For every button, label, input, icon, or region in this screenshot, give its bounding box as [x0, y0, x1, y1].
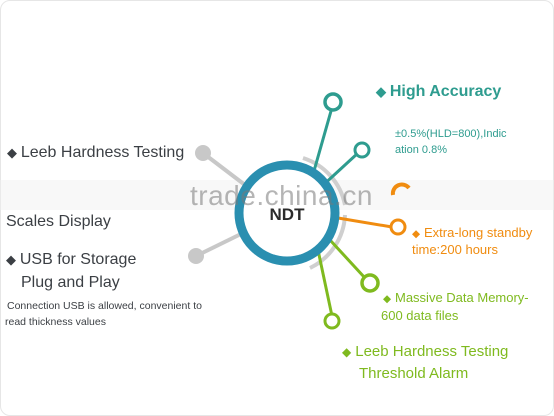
usb-desc-line1: Connection USB is allowed, convenient to [7, 300, 202, 312]
node-standby [389, 218, 407, 236]
label-memory-line2: 600 data files [381, 308, 459, 323]
label-memory-line1: ◆Massive Data Memory- [383, 290, 529, 305]
spoke-leeb [201, 151, 247, 187]
label-alarm-line2: Threshold Alarm [359, 365, 469, 382]
node-memory [360, 273, 380, 293]
label-high-accuracy: ◆High Accuracy [376, 83, 502, 100]
label-standby-line2: time:200 hours [412, 242, 498, 257]
node-leeb [195, 145, 211, 161]
center-label: NDT [270, 205, 306, 224]
accuracy-line2: ation 0.8% [395, 144, 447, 156]
node-high-accuracy [323, 92, 343, 112]
diamond-icon: ◆ [7, 145, 17, 160]
diamond-icon: ◆ [383, 294, 391, 305]
spoke-usb [195, 230, 246, 258]
spoke-high-accuracy [310, 103, 335, 179]
spoke-memory [328, 238, 367, 280]
node-orange-partial [390, 182, 411, 196]
label-alarm-line1: ◆Leeb Hardness Testing [342, 343, 509, 360]
label-usb-line1: ◆USB for Storage [6, 251, 137, 268]
node-accuracy-detail [353, 141, 371, 159]
diamond-icon: ◆ [6, 252, 16, 267]
accuracy-line1: ±0.5%(HLD=800),Indic [395, 128, 507, 140]
diamond-icon: ◆ [412, 229, 420, 240]
node-usb [188, 248, 204, 264]
label-scales: Scales Display [6, 213, 111, 230]
label-standby-line1: ◆Extra-long standby [412, 225, 533, 240]
center-ring [234, 160, 340, 266]
spoke-alarm [316, 249, 334, 317]
diamond-icon: ◆ [376, 84, 386, 99]
usb-desc-line2: read thickness values [5, 316, 106, 328]
label-usb-line2: Plug and Play [21, 274, 120, 291]
arc-top [302, 156, 347, 206]
spoke-standby [337, 216, 393, 229]
watermark: trade.china.cn [190, 180, 373, 211]
diamond-icon: ◆ [342, 345, 352, 359]
label-leeb: ◆Leeb Hardness Testing [7, 144, 185, 161]
node-alarm [323, 312, 341, 330]
